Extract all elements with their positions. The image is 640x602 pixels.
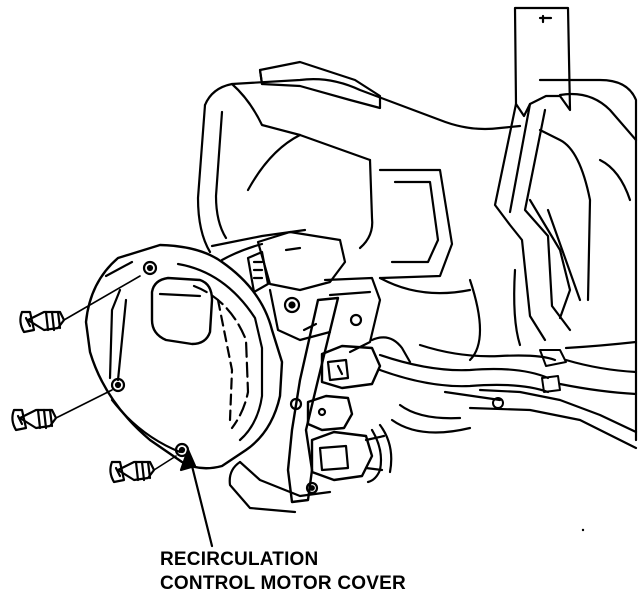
blower-housing <box>198 62 636 440</box>
stray-mark <box>581 528 585 532</box>
support-bracket <box>495 8 570 340</box>
mounting-screw <box>110 456 176 482</box>
mounting-screw <box>20 276 140 332</box>
connector-upper <box>322 337 410 388</box>
callout-leader <box>181 450 212 546</box>
lower-duct <box>230 390 636 512</box>
wiring-harness <box>368 342 636 482</box>
callout-caption: RECIRCULATION CONTROL MOTOR COVER <box>160 548 406 596</box>
mounting-screw <box>12 390 112 430</box>
connector-middle <box>308 396 352 430</box>
control-motor <box>248 232 380 352</box>
caption-line-2: CONTROL MOTOR COVER <box>160 573 406 594</box>
caption-line-1: RECIRCULATION <box>160 549 319 570</box>
connector-lower <box>312 432 384 480</box>
recirculation-control-motor-cover <box>86 230 305 468</box>
